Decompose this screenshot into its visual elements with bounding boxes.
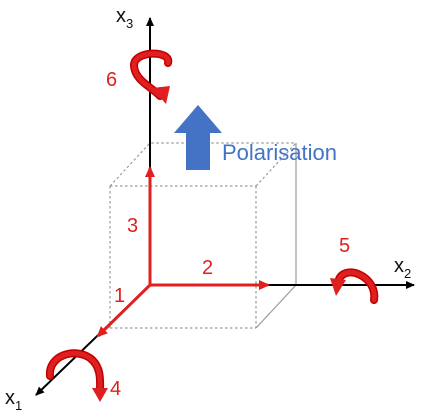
direction-label-1: 1: [114, 285, 125, 307]
x3-axis-label: x3: [116, 5, 133, 31]
direction-label-2: 2: [202, 257, 213, 279]
x1-axis-label: x1: [5, 387, 22, 413]
rotation-arrow-icon: [130, 49, 173, 104]
rotation-arrow-icon: [45, 349, 108, 402]
direction-label-3: 3: [127, 215, 138, 237]
polarisation-label: Polarisation: [222, 140, 337, 165]
direction-label-4: 4: [110, 378, 121, 400]
polarisation-arrow-icon: [174, 105, 222, 170]
direction-label-6: 6: [106, 69, 117, 91]
direction-1-arrow: [96, 283, 152, 338]
x2-axis-label: x2: [394, 255, 411, 281]
rotation-arrow-icon: [330, 268, 379, 304]
direction-label-5: 5: [339, 235, 350, 257]
